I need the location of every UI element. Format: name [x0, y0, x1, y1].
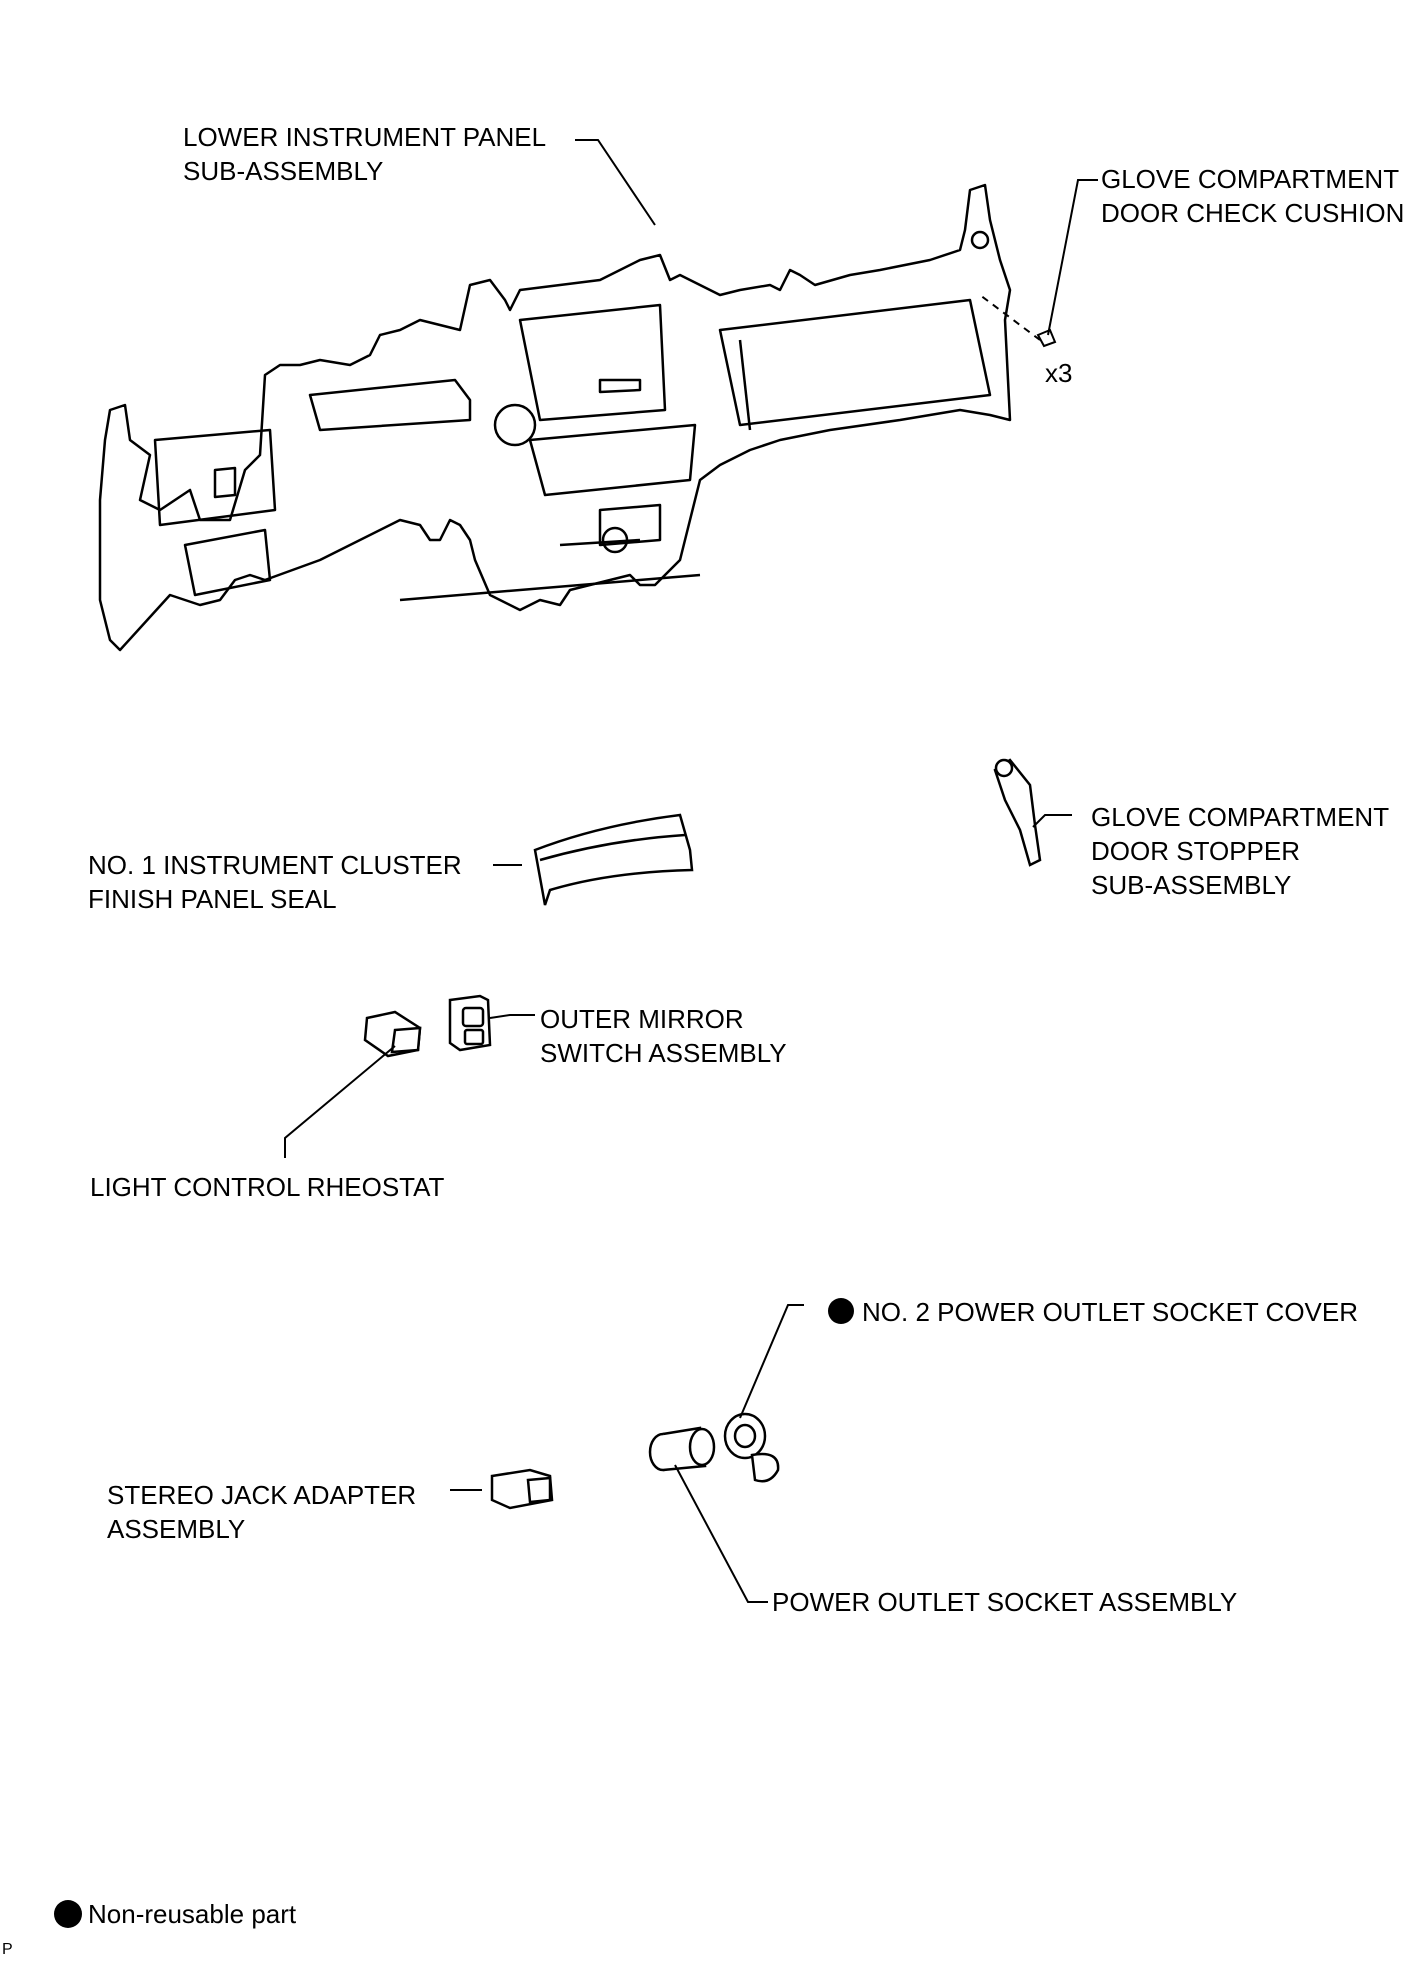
label-lower-instrument-panel: LOWER INSTRUMENT PANEL SUB-ASSEMBLY: [183, 120, 546, 188]
socket-cover-drawing: [723, 1412, 780, 1483]
lower-instrument-panel-drawing: [98, 183, 1012, 652]
label-line: DOOR STOPPER: [1091, 836, 1301, 866]
label-power-outlet: POWER OUTLET SOCKET ASSEMBLY: [772, 1587, 1238, 1617]
label-line: SUB-ASSEMBLY: [1091, 870, 1292, 900]
label-line: ASSEMBLY: [107, 1514, 246, 1544]
stereo-jack-drawing: [490, 1468, 554, 1510]
label-line: GLOVE COMPARTMENT: [1091, 802, 1390, 832]
label-line: OUTER MIRROR: [540, 1004, 744, 1034]
cluster-seal-drawing: [533, 813, 694, 906]
label-line: NO. 1 INSTRUMENT CLUSTER: [88, 850, 462, 880]
leader-lines: [284, 139, 1098, 1603]
label-door-stopper: GLOVE COMPARTMENT DOOR STOPPER SUB-ASSEM…: [1091, 800, 1389, 902]
legend-marker-icon: [54, 1900, 82, 1928]
label-door-check-cushion: GLOVE COMPARTMENT DOOR CHECK CUSHION: [1101, 162, 1404, 230]
label-line: LOWER INSTRUMENT PANEL: [183, 122, 547, 152]
legend-text: Non-reusable part: [88, 1899, 297, 1929]
light-rheostat-drawing: [363, 1010, 422, 1058]
label-line: GLOVE COMPARTMENT: [1101, 164, 1400, 194]
label-light-rheostat: LIGHT CONTROL RHEOSTAT: [90, 1172, 445, 1202]
label-quantity: x3: [1045, 358, 1073, 388]
power-outlet-drawing: [648, 1426, 716, 1472]
label-socket-cover: NO. 2 POWER OUTLET SOCKET COVER: [828, 1295, 1358, 1329]
label-text: NO. 2 POWER OUTLET SOCKET COVER: [862, 1297, 1359, 1327]
label-line: SUB-ASSEMBLY: [183, 156, 384, 186]
label-line: FINISH PANEL SEAL: [88, 884, 337, 914]
outer-mirror-switch-drawing: [448, 994, 492, 1052]
corner-code: P: [2, 1941, 13, 1958]
door-check-cushion-drawing: [1036, 328, 1057, 348]
label-line: SWITCH ASSEMBLY: [540, 1038, 787, 1068]
label-stereo-jack: STEREO JACK ADAPTER ASSEMBLY: [107, 1478, 416, 1546]
door-stopper-drawing: [993, 758, 1042, 867]
label-line: DOOR CHECK CUSHION: [1101, 198, 1405, 228]
label-line: STEREO JACK ADAPTER: [107, 1480, 417, 1510]
label-outer-mirror: OUTER MIRROR SWITCH ASSEMBLY: [540, 1002, 787, 1070]
label-cluster-seal: NO. 1 INSTRUMENT CLUSTER FINISH PANEL SE…: [88, 848, 462, 916]
non-reusable-marker-icon: [828, 1298, 854, 1324]
